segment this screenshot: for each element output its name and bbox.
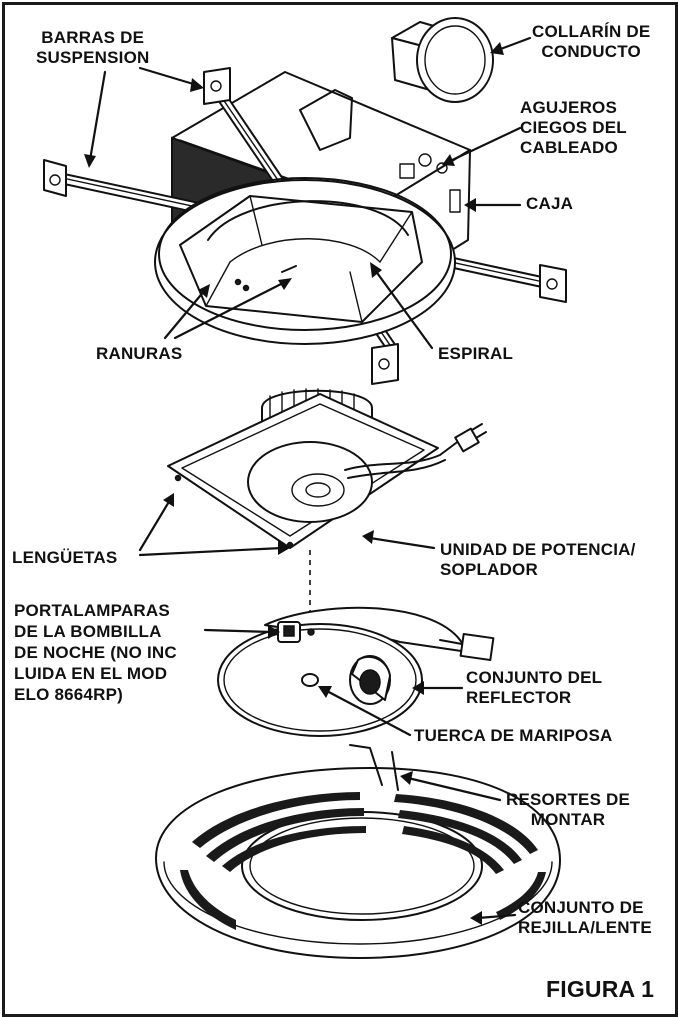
- label-line: REFLECTOR: [466, 688, 572, 707]
- label-night-light-socket: PORTALAMPARAS DE LA BOMBILLA DE NOCHE (N…: [14, 600, 177, 705]
- leader-arrows: [84, 36, 532, 925]
- label-duct-collar: COLLARÍN DE CONDUCTO: [532, 22, 650, 62]
- label-slots: RANURAS: [96, 344, 183, 363]
- label-line: CONJUNTO DE: [518, 898, 644, 917]
- label-line: DE LA BOMBILLA: [14, 622, 162, 641]
- label-line: CONJUNTO DEL: [466, 668, 603, 687]
- label-line: BARRAS DE: [41, 28, 145, 47]
- label-line: SUSPENSION: [36, 48, 150, 67]
- grille-lens-assembly: [155, 744, 561, 959]
- label-scroll: ESPIRAL: [438, 344, 514, 363]
- figure-caption: FIGURA 1: [546, 976, 655, 1002]
- label-reflector: CONJUNTO DEL REFLECTOR: [466, 668, 602, 708]
- label-line: CONDUCTO: [541, 42, 641, 61]
- label-line: ELO 8664RP): [14, 685, 123, 704]
- label-line: AGUJEROS: [520, 98, 618, 117]
- label-line: MONTAR: [530, 810, 606, 829]
- label-housing: CAJA: [526, 194, 574, 213]
- label-line: RESORTES DE: [506, 790, 631, 809]
- duct-collar: [391, 17, 494, 103]
- label-wing-nut: TUERCA DE MARIPOSA: [414, 726, 613, 745]
- label-grille-lens: CONJUNTO DE REJILLA/LENTE: [518, 898, 652, 938]
- label-wiring-knockouts: AGUJEROS CIEGOS DEL CABLEADO: [520, 98, 627, 158]
- label-suspension-bars: BARRAS DE SUSPENSION: [36, 28, 149, 68]
- label-line: REJILLA/LENTE: [518, 918, 652, 937]
- label-power-unit: UNIDAD DE POTENCIA/ SOPLADOR: [440, 540, 636, 580]
- label-line: CABLEADO: [520, 138, 618, 157]
- label-line: UNIDAD DE POTENCIA/: [440, 540, 636, 559]
- label-line: LUIDA EN EL MOD: [14, 664, 168, 683]
- label-line: DE NOCHE (NO INC: [14, 643, 177, 662]
- label-line: SOPLADOR: [440, 560, 538, 579]
- label-mounting-springs: RESORTES DE MONTAR: [506, 790, 630, 830]
- reflector-assembly: [217, 606, 495, 737]
- label-line: COLLARÍN DE: [532, 22, 651, 41]
- label-line: PORTALAMPARAS: [14, 601, 170, 620]
- label-tabs: LENGÜETAS: [12, 548, 118, 567]
- blower-unit: [167, 388, 487, 549]
- housing-flange: [154, 177, 456, 345]
- label-line: CIEGOS DEL: [520, 118, 627, 137]
